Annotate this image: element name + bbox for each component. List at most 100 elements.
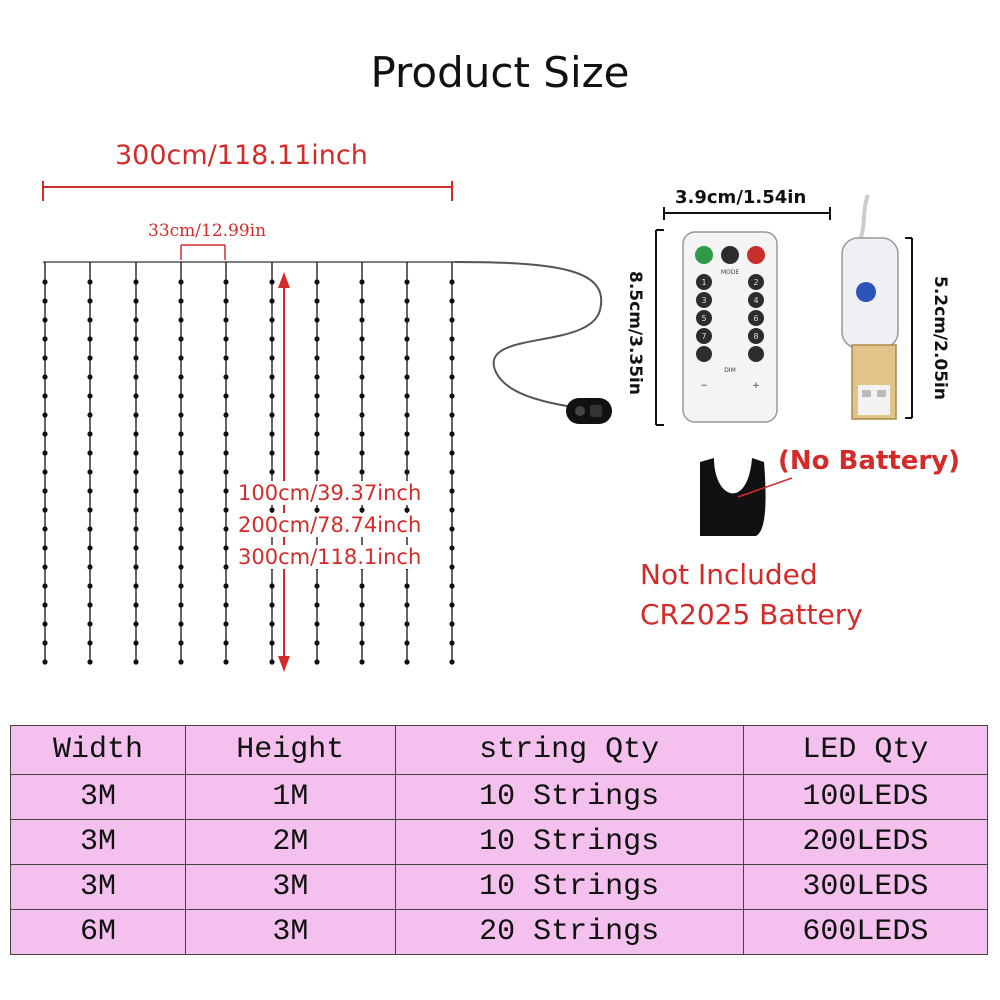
led-bulb [269, 602, 275, 608]
led-bulb [87, 507, 93, 513]
led-bulb [269, 621, 275, 627]
led-bulb [359, 431, 365, 437]
spacing-bracket [180, 244, 226, 260]
led-bulb [314, 317, 320, 323]
led-bulb [178, 298, 184, 304]
led-bulb [223, 450, 229, 456]
led-bulb [223, 488, 229, 494]
led-bulb [404, 507, 410, 513]
led-bulb [223, 583, 229, 589]
led-bulb [223, 469, 229, 475]
led-bulb [449, 507, 455, 513]
remote-on-button [695, 246, 713, 264]
usb-controller [841, 194, 899, 420]
remote-button [748, 310, 764, 326]
table-header-row: Width Height string Qty LED Qty [10, 725, 989, 775]
led-bulb [87, 621, 93, 627]
remote-button [696, 274, 712, 290]
led-bulb [449, 488, 455, 494]
remote-button-label: 4 [753, 296, 758, 305]
led-bulb [449, 621, 455, 627]
led-bulb [223, 507, 229, 513]
led-bulb [42, 450, 48, 456]
led-bulb [404, 336, 410, 342]
remote-button [748, 328, 764, 344]
led-bulb [133, 469, 139, 475]
led-bulb [42, 583, 48, 589]
no-battery-pointer [737, 477, 793, 498]
table-row: 3M 3M 10 Strings 300LEDS [10, 864, 989, 910]
led-bulb [87, 279, 93, 285]
led-bulb [359, 279, 365, 285]
led-bulb [449, 564, 455, 570]
spec-table: Width Height string Qty LED Qty 3M 1M 10… [10, 725, 989, 955]
led-bulb [314, 298, 320, 304]
cell-width: 6M [10, 909, 186, 955]
led-bulb [404, 279, 410, 285]
led-bulb [314, 659, 320, 665]
led-bulb [42, 507, 48, 513]
led-bulb [449, 336, 455, 342]
led-bulb [314, 431, 320, 437]
led-bulb [314, 469, 320, 475]
led-bulb [133, 298, 139, 304]
led-bulb [223, 336, 229, 342]
led-bulb [269, 431, 275, 437]
header-led-qty: LED Qty [742, 725, 989, 775]
led-bulb [223, 279, 229, 285]
led-bulb [314, 374, 320, 380]
led-bulb [404, 469, 410, 475]
cell-height: 2M [185, 819, 396, 865]
led-bulb [223, 298, 229, 304]
remote-button-label: 2 [753, 278, 758, 287]
led-bulb [359, 640, 365, 646]
led-bulb [359, 317, 365, 323]
remote-button [696, 328, 712, 344]
led-bulb [42, 317, 48, 323]
light-strings [42, 262, 455, 665]
led-bulb [404, 659, 410, 665]
led-bulb [269, 469, 275, 475]
led-bulb [42, 298, 48, 304]
height-label-2: 200cm/78.74inch [238, 513, 422, 537]
remote-button [696, 346, 712, 362]
led-bulb [178, 545, 184, 551]
battery-note-line2: CR2025 Battery [640, 598, 863, 631]
led-bulb [449, 583, 455, 589]
led-bulb [359, 450, 365, 456]
led-bulb [87, 355, 93, 361]
cell-height: 3M [185, 909, 396, 955]
remote-button-label: 3 [701, 296, 706, 305]
remote-button [748, 274, 764, 290]
cell-width: 3M [10, 819, 186, 865]
led-bulb [133, 564, 139, 570]
remote-button-label: 1 [701, 278, 706, 287]
led-bulb [314, 583, 320, 589]
led-bulb [133, 621, 139, 627]
led-bulb [178, 488, 184, 494]
remote-button [748, 292, 764, 308]
led-bulb [404, 602, 410, 608]
led-bulb [42, 336, 48, 342]
led-bulb [314, 507, 320, 513]
table-row: 3M 2M 10 Strings 200LEDS [10, 819, 989, 865]
led-bulb [87, 488, 93, 494]
led-bulb [449, 393, 455, 399]
led-bulb [178, 374, 184, 380]
led-bulb [223, 659, 229, 665]
led-bulb [223, 393, 229, 399]
led-bulb [42, 355, 48, 361]
led-bulb [223, 545, 229, 551]
led-bulb [269, 393, 275, 399]
remote-width-bracket [663, 207, 831, 220]
led-bulb [133, 602, 139, 608]
led-bulb [87, 659, 93, 665]
led-bulb [178, 412, 184, 418]
led-bulb [178, 279, 184, 285]
led-bulb [87, 374, 93, 380]
led-bulb [178, 336, 184, 342]
width-label: 300cm/118.11inch [115, 140, 368, 171]
led-bulb [359, 659, 365, 665]
